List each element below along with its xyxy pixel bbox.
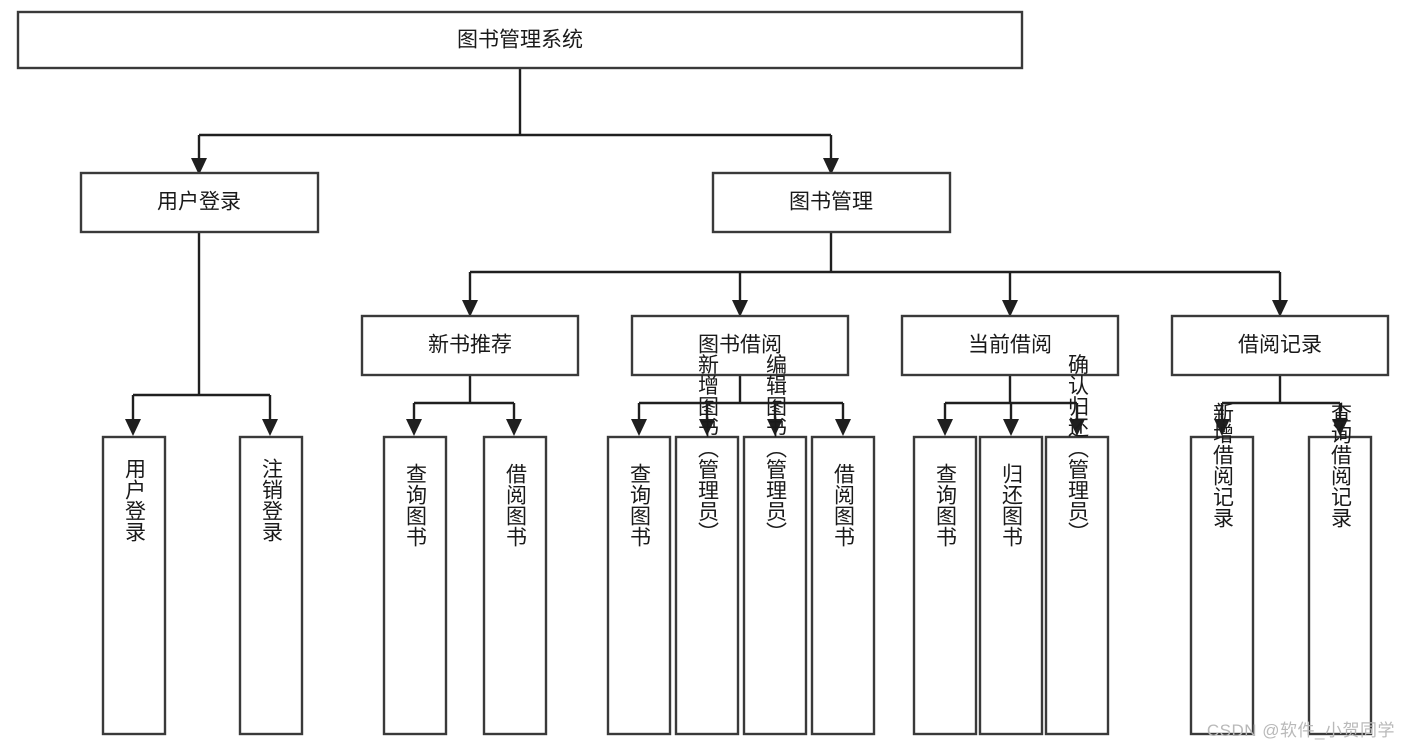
- node-leaf-add-record-label: 新增借阅记录: [1211, 402, 1235, 528]
- arrow-to-leaf-borrow-book-2: [835, 419, 851, 436]
- node-root[interactable]: 图书管理系统: [16, 10, 1024, 70]
- node-leaf-borrow-book-2-label: 借阅图书: [832, 463, 856, 547]
- csdn-watermark: CSDN @软件_小贺同学: [1206, 721, 1395, 740]
- node-leaf-query-book-3[interactable]: 查询图书: [912, 435, 978, 736]
- node-leaf-add-book[interactable]: 新增图书（管理员）: [674, 354, 740, 736]
- node-leaf-logout-label: 注销登录: [260, 458, 284, 542]
- node-user-login[interactable]: 用户登录: [79, 171, 320, 234]
- node-current-borrow-label: 当前借阅: [968, 334, 1052, 357]
- node-book-manage[interactable]: 图书管理: [711, 171, 952, 234]
- node-leaf-user-login-label: 用户登录: [123, 458, 147, 542]
- node-leaf-return-book[interactable]: 归还图书: [978, 435, 1044, 736]
- node-leaf-confirm-return[interactable]: 确认归还（管理员）: [1044, 354, 1110, 736]
- arrow-to-leaf-logout: [262, 419, 278, 436]
- arrow-to-leaf-query-book-3: [937, 419, 953, 436]
- node-leaf-add-book-label: 新增图书（管理员）: [696, 354, 720, 543]
- node-leaf-query-book-2[interactable]: 查询图书: [606, 435, 672, 736]
- node-leaf-user-login[interactable]: 用户登录: [101, 435, 167, 736]
- node-leaf-logout[interactable]: 注销登录: [238, 435, 304, 736]
- node-leaf-query-book-1[interactable]: 查询图书: [382, 435, 448, 736]
- arrow-to-book-manage: [823, 158, 839, 175]
- connector-currentborrow-to-leaves: [937, 375, 1085, 436]
- connector-bookmanage-to-level3: [462, 233, 1288, 317]
- node-root-label: 图书管理系统: [457, 29, 583, 52]
- node-leaf-add-record[interactable]: 新增借阅记录: [1189, 402, 1255, 736]
- node-leaf-borrow-book-1-label: 借阅图书: [504, 463, 528, 547]
- node-leaf-query-book-1-label: 查询图书: [404, 463, 428, 547]
- node-new-book-recommend-label: 新书推荐: [428, 334, 512, 357]
- arrow-to-leaf-confirm-return: [1069, 419, 1085, 436]
- arrow-to-leaf-add-record: [1214, 419, 1230, 436]
- node-leaf-confirm-return-label: 确认归还（管理员）: [1066, 354, 1090, 543]
- node-borrow-record[interactable]: 借阅记录: [1170, 314, 1390, 377]
- node-leaf-borrow-book-1[interactable]: 借阅图书: [482, 435, 548, 736]
- node-leaf-query-book-3-label: 查询图书: [934, 463, 958, 547]
- connector-root-to-level2: [191, 68, 839, 175]
- arrow-to-current-borrow: [1002, 300, 1018, 317]
- node-leaf-edit-book-label: 编辑图书（管理员）: [764, 354, 788, 543]
- arrow-to-book-borrow: [732, 300, 748, 317]
- node-book-borrow-label: 图书借阅: [698, 334, 782, 357]
- node-leaf-query-record[interactable]: 查询借阅记录: [1307, 402, 1373, 736]
- node-user-login-label: 用户登录: [157, 191, 241, 214]
- connector-bookborrow-to-leaves: [631, 375, 851, 436]
- node-leaf-borrow-book-2[interactable]: 借阅图书: [810, 435, 876, 736]
- node-leaf-query-record-label: 查询借阅记录: [1329, 402, 1353, 528]
- node-book-borrow[interactable]: 图书借阅: [630, 314, 850, 377]
- connector-newbook-to-leaves: [406, 375, 522, 436]
- connector-borrowrecord-to-leaves: [1214, 375, 1348, 436]
- node-leaf-return-book-label: 归还图书: [1000, 463, 1024, 547]
- arrow-to-borrow-record: [1272, 300, 1288, 317]
- arrow-to-leaf-query-book-2: [631, 419, 647, 436]
- arrow-to-leaf-add-book: [699, 419, 715, 436]
- arrow-to-new-book-recommend: [462, 300, 478, 317]
- node-book-manage-label: 图书管理: [789, 191, 873, 214]
- connector-userlogin-to-leaves: [125, 233, 278, 436]
- arrow-to-leaf-user-login: [125, 419, 141, 436]
- node-leaf-edit-book[interactable]: 编辑图书（管理员）: [742, 354, 808, 736]
- arrow-to-leaf-borrow-book-1: [506, 419, 522, 436]
- node-borrow-record-label: 借阅记录: [1238, 334, 1322, 357]
- arrow-to-leaf-query-book-1: [406, 419, 422, 436]
- arrow-to-leaf-edit-book: [767, 419, 783, 436]
- node-new-book-recommend[interactable]: 新书推荐: [360, 314, 580, 377]
- arrow-to-leaf-return-book: [1003, 419, 1019, 436]
- arrow-to-user-login: [191, 158, 207, 175]
- arrow-to-leaf-query-record: [1332, 419, 1348, 436]
- node-current-borrow[interactable]: 当前借阅: [900, 314, 1120, 377]
- node-leaf-query-book-2-label: 查询图书: [628, 463, 652, 547]
